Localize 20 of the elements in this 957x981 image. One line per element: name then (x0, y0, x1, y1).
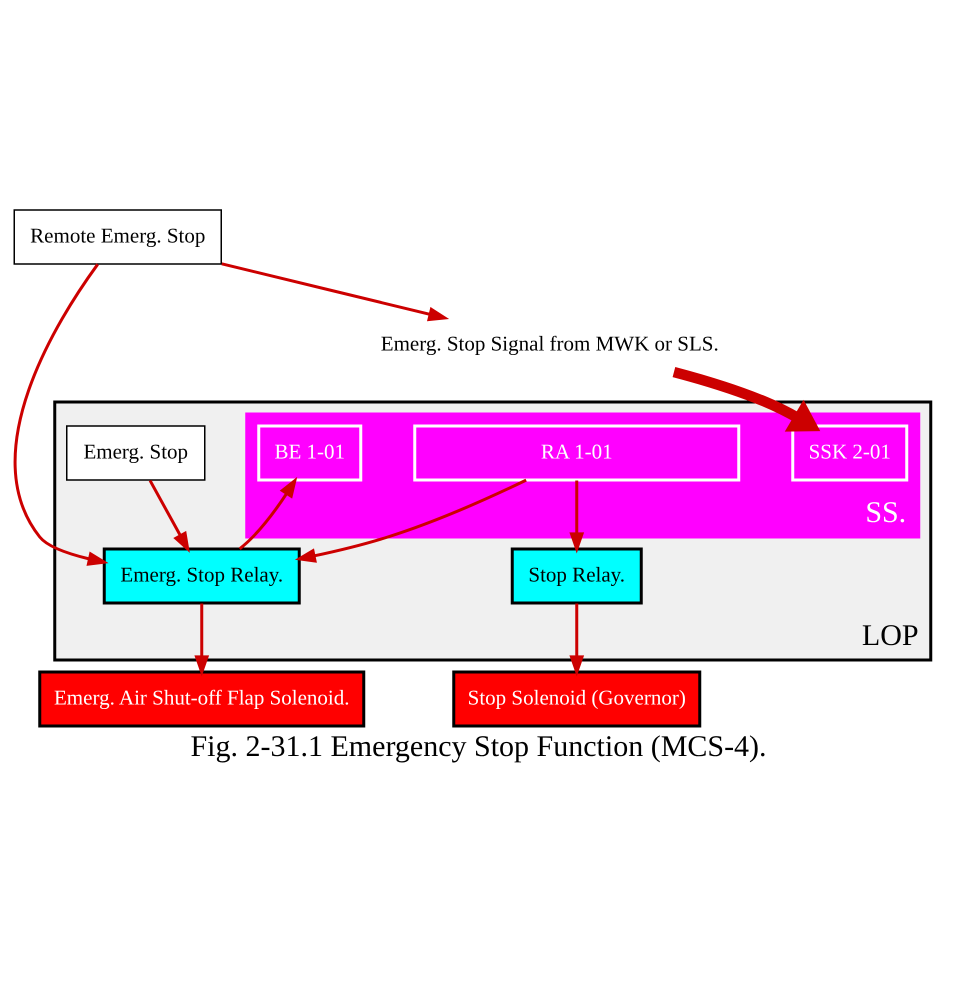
caption: Fig. 2-31.1 Emergency Stop Function (MCS-4). (190, 730, 767, 763)
node-box: Emerg. Air Shut-off Flap Solenoid. (38, 670, 366, 728)
node-box: SSK 2-01 (791, 424, 908, 482)
arrow (194, 604, 210, 676)
node-box: Stop Solenoid (Governor) (452, 670, 702, 728)
arrow (672, 366, 820, 432)
node-box: BE 1-01 (257, 424, 362, 482)
node-box: Emerg. Stop Relay. (102, 548, 301, 604)
arrow (569, 604, 584, 676)
node-text: Emerg. Stop Signal from MWK or SLS. (380, 332, 719, 356)
node-box: Remote Emerg. Stop (14, 209, 222, 265)
arrow (294, 478, 527, 563)
node-box: RA 1-01 (413, 424, 740, 482)
arrow (221, 262, 450, 322)
arrow (569, 480, 584, 554)
arrow (14, 263, 109, 566)
arrow (238, 476, 298, 550)
node-box: Stop Relay. (510, 548, 643, 604)
node-box: Emerg. Stop (66, 425, 206, 481)
arrow (148, 480, 190, 553)
